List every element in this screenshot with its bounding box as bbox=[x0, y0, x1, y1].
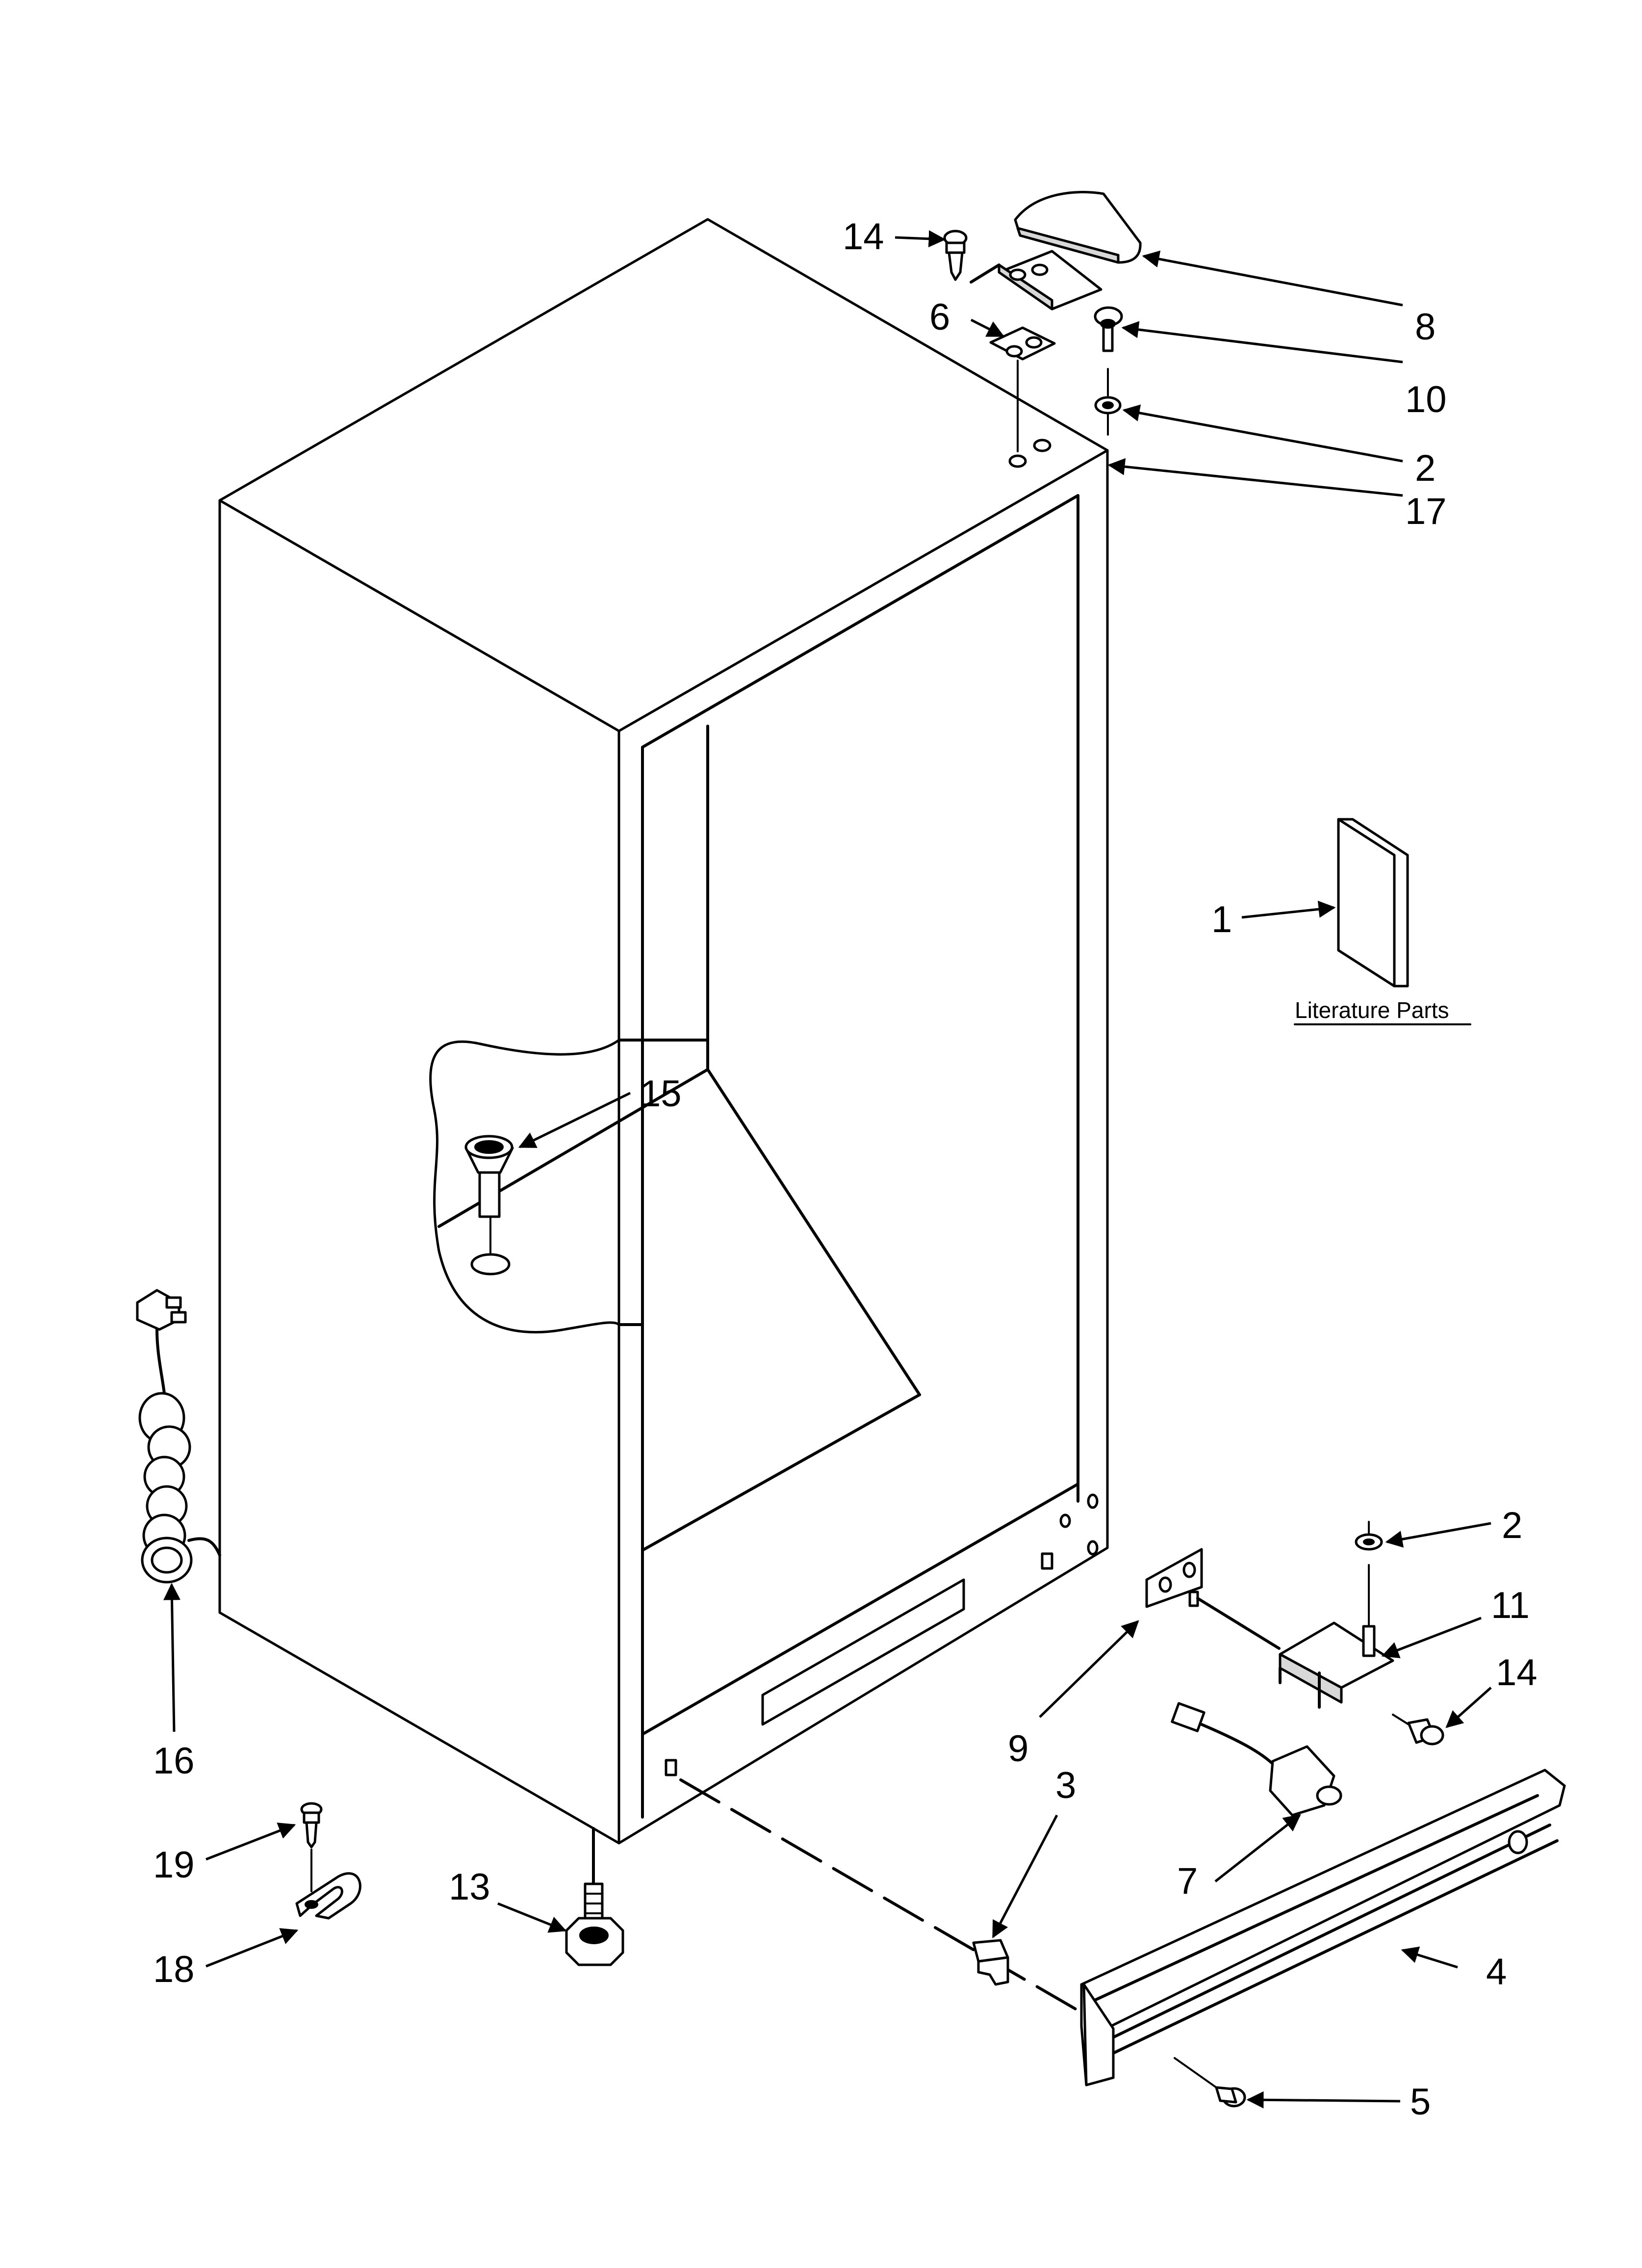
leveling-leg bbox=[565, 1882, 624, 1966]
callout-4: 4 bbox=[1486, 1951, 1507, 1993]
screw-top bbox=[943, 230, 968, 281]
screw-grille bbox=[1174, 2057, 1246, 2108]
callout-6: 6 bbox=[929, 296, 950, 338]
cord-clip bbox=[295, 1872, 361, 1920]
callout-2: 2 bbox=[1415, 447, 1436, 489]
hinge-cover bbox=[1014, 191, 1142, 264]
callout-14-bottom: 14 bbox=[1496, 1652, 1538, 1694]
hinge-bracket-mount bbox=[1145, 1548, 1281, 1650]
literature-booklet bbox=[1337, 818, 1409, 988]
top-hinge bbox=[970, 250, 1123, 327]
callout-9: 9 bbox=[1008, 1728, 1028, 1770]
literature-label-group: Literature Parts bbox=[1294, 997, 1471, 1025]
callout-10: 10 bbox=[1405, 379, 1447, 420]
callout-7: 7 bbox=[1177, 1860, 1198, 1902]
grille-clip bbox=[679, 1778, 1083, 2014]
callout-19: 19 bbox=[153, 1844, 195, 1886]
washer-top bbox=[1094, 368, 1122, 436]
door-switch bbox=[1171, 1702, 1342, 1817]
base-grille bbox=[1080, 1769, 1566, 2086]
callout-3: 3 bbox=[1055, 1765, 1076, 1806]
hinge-shim bbox=[989, 326, 1056, 452]
literature-parts-label: Literature Parts bbox=[1295, 997, 1449, 1023]
callout-18: 18 bbox=[153, 1949, 195, 1990]
callout-1: 1 bbox=[1211, 899, 1232, 940]
callout-leaders bbox=[163, 230, 1492, 2109]
power-cord bbox=[136, 1289, 221, 1584]
cutaway-view bbox=[429, 1039, 709, 1333]
cabinet-body bbox=[218, 218, 1109, 1885]
callout-11: 11 bbox=[1491, 1585, 1530, 1626]
callout-8: 8 bbox=[1415, 306, 1436, 348]
callout-15: 15 bbox=[640, 1073, 682, 1115]
callout-16: 16 bbox=[153, 1740, 195, 1782]
callout-labels: 14 6 8 10 2 17 1 15 2 11 14 9 3 7 4 5 16… bbox=[153, 216, 1538, 2123]
callout-17: 17 bbox=[1405, 491, 1447, 532]
callout-2-bottom: 2 bbox=[1502, 1505, 1522, 1546]
callout-13: 13 bbox=[449, 1866, 490, 1908]
screw-cord-clip bbox=[300, 1802, 323, 1892]
callout-14: 14 bbox=[843, 216, 884, 258]
bottom-hinge bbox=[1279, 1564, 1394, 1709]
screw-bottom-hinge bbox=[1392, 1714, 1444, 1746]
drain-plug bbox=[464, 1135, 514, 1218]
hinge-pin bbox=[1100, 319, 1116, 352]
washer-bottom bbox=[1355, 1521, 1383, 1551]
callout-5: 5 bbox=[1410, 2081, 1431, 2123]
